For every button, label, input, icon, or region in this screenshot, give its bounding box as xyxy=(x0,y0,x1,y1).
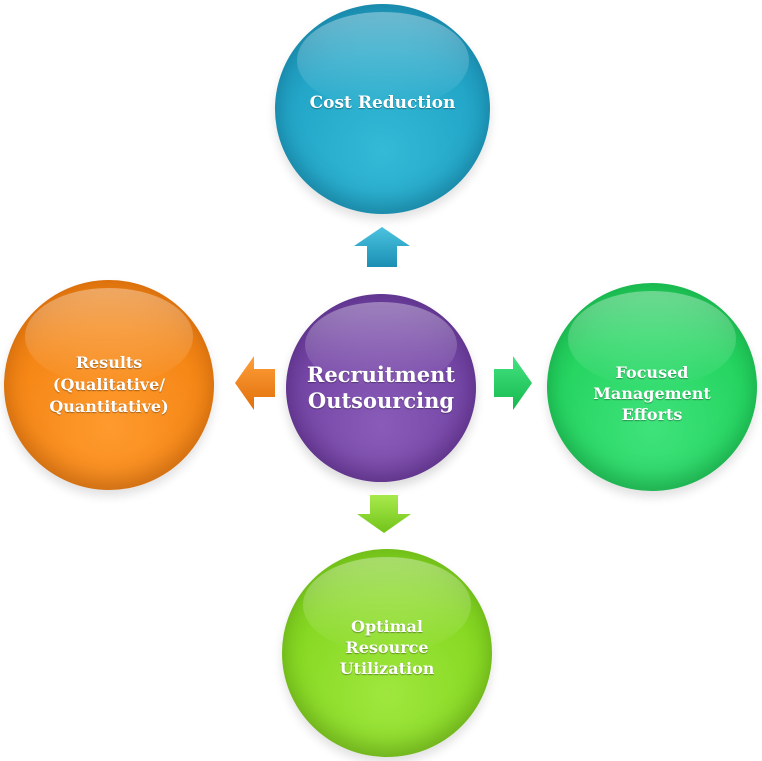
node-optimal-resource-utilization-label: Optimal Resource Utilization xyxy=(339,616,435,678)
arrow-left-icon xyxy=(235,356,275,410)
node-recruitment-outsourcing-label: Recruitment Outsourcing xyxy=(306,362,456,413)
arrow-down-icon xyxy=(357,495,411,533)
node-cost-reduction: Cost Reduction xyxy=(275,4,490,214)
arrow-right-icon xyxy=(494,356,532,410)
node-results-label: Results (Qualitative/ Quantitative) xyxy=(49,353,169,416)
node-focused-management-efforts-label: Focused Management Efforts xyxy=(593,362,711,424)
node-optimal-resource-utilization: Optimal Resource Utilization xyxy=(282,549,492,757)
node-focused-management-efforts: Focused Management Efforts xyxy=(547,283,757,491)
node-cost-reduction-label: Cost Reduction xyxy=(309,93,456,113)
node-recruitment-outsourcing: Recruitment Outsourcing xyxy=(286,294,476,482)
arrow-up-icon xyxy=(354,227,410,267)
node-results: Results (Qualitative/ Quantitative) xyxy=(4,280,214,490)
